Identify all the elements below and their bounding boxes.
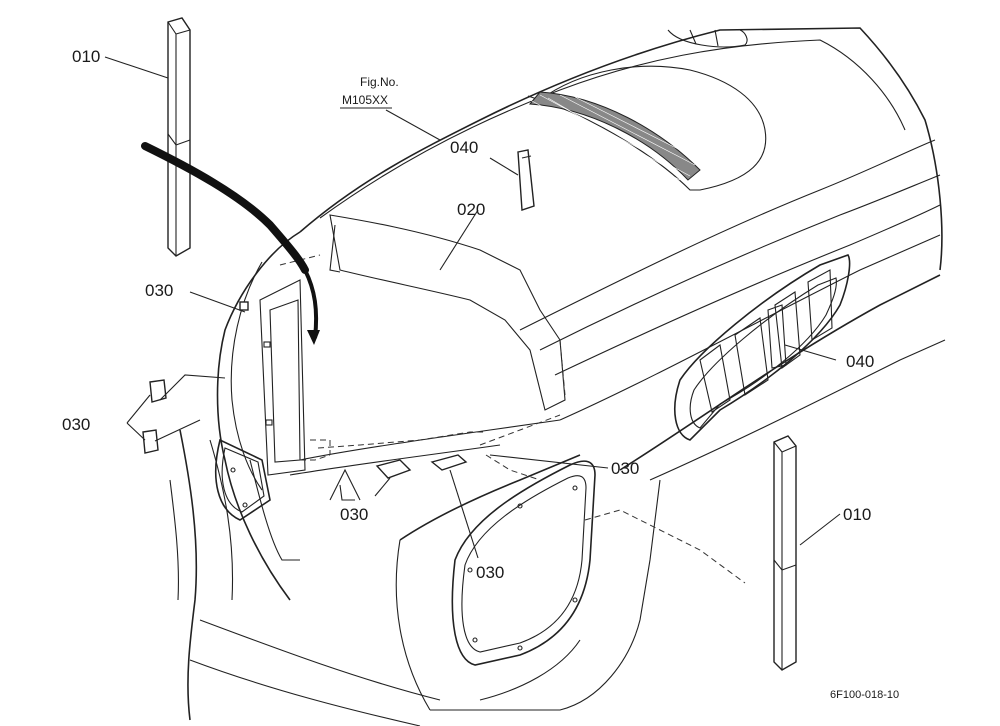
- callout-010-top: 010: [72, 47, 100, 66]
- hose: [141, 142, 320, 345]
- part-040-top: [517, 149, 535, 211]
- leader-lines: [104, 56, 841, 559]
- callout-010-right: 010: [843, 505, 871, 524]
- callout-030-left-upper: 030: [145, 281, 173, 300]
- callout-030-center-bottom: 030: [476, 563, 504, 582]
- part-010-strip-top: [167, 17, 191, 257]
- callout-030-center-left: 030: [340, 505, 368, 524]
- part-010-strip-right: [773, 435, 797, 671]
- drawing-code: 6F100-018-10: [830, 689, 899, 701]
- callout-020: 020: [457, 200, 485, 219]
- callout-030-center-right: 030: [611, 459, 639, 478]
- part-030-pads: [142, 301, 468, 479]
- callout-040-top: 040: [450, 138, 478, 157]
- fig-no-value: M105XX: [342, 93, 388, 107]
- callout-030-left-pair: 030: [62, 415, 90, 434]
- callout-040-right: 040: [846, 352, 874, 371]
- hood-body: [169, 27, 946, 726]
- fig-no-label: Fig.No.: [360, 75, 399, 89]
